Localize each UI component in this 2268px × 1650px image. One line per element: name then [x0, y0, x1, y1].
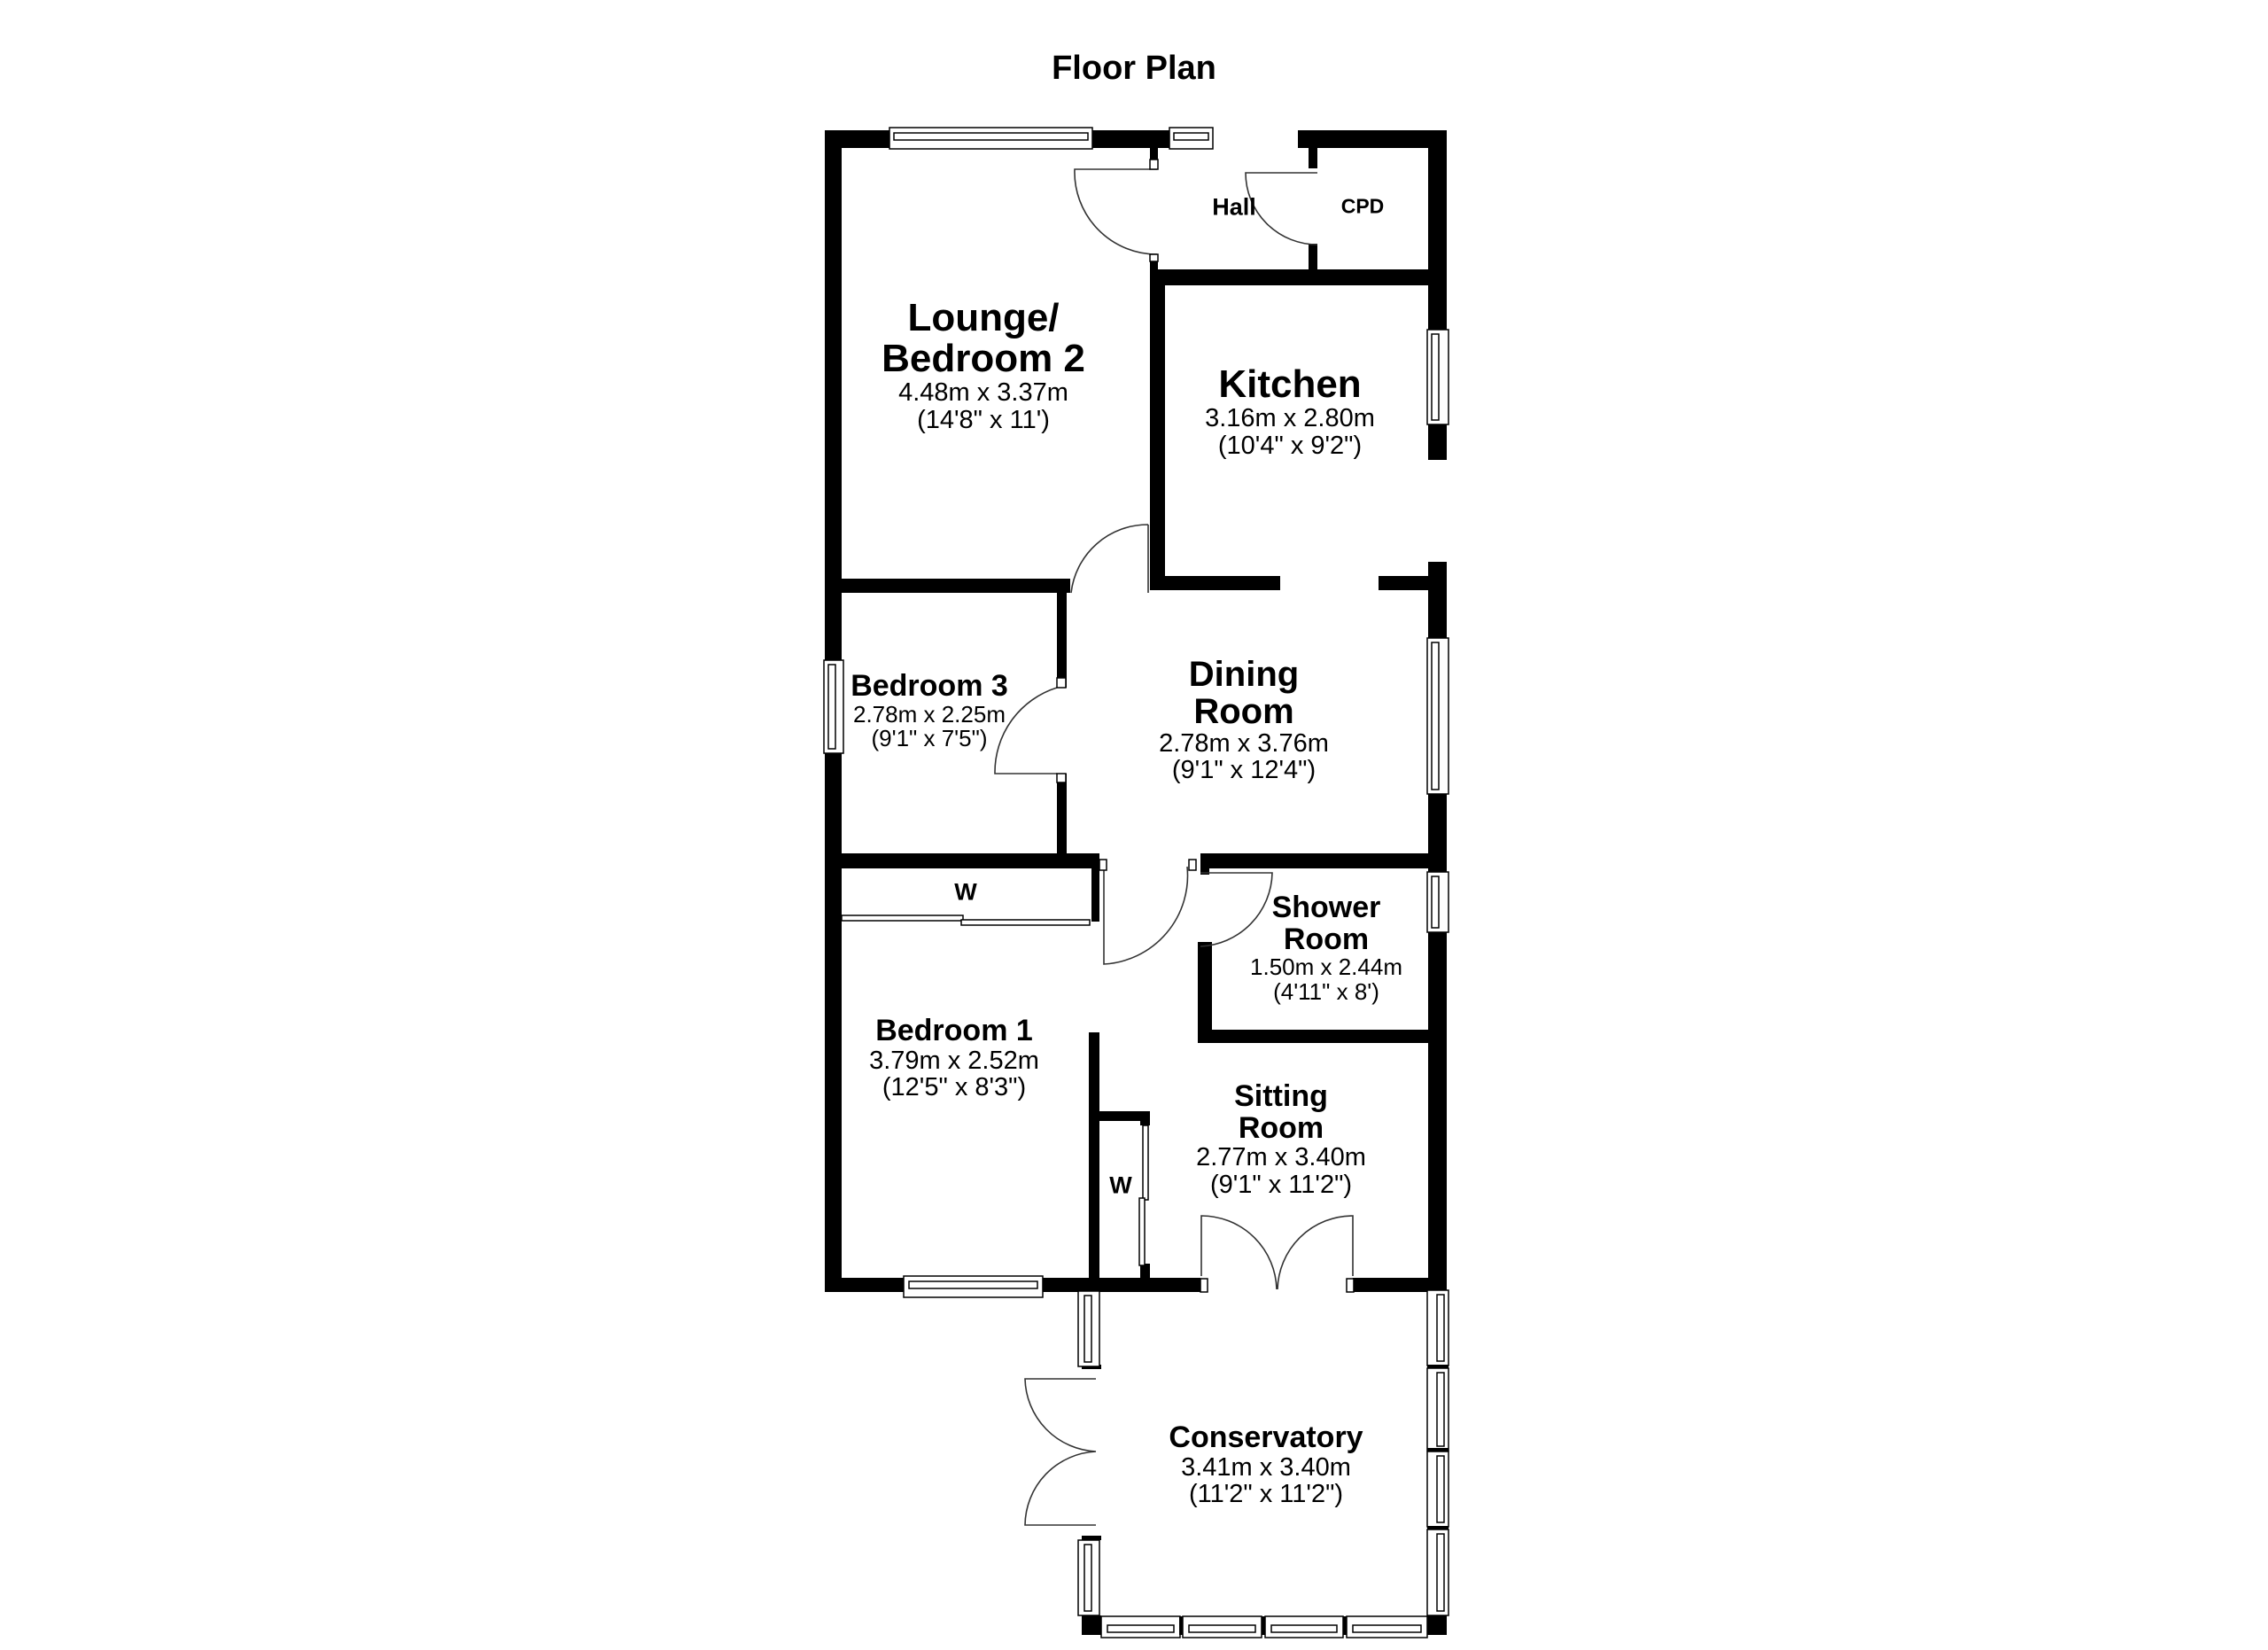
room-dimensions-imperial: (9'1" x 7'5"): [871, 724, 988, 751]
room-hall: Hall: [1212, 193, 1256, 221]
room-name: Bedroom 2: [882, 337, 1085, 381]
room-cpd: CPD: [1340, 194, 1385, 218]
room-name: Room: [1238, 1110, 1324, 1145]
room-dimensions-metric: 3.16m x 2.80m: [1205, 404, 1375, 433]
room-dimensions-imperial: (9'1" x 11'2"): [1209, 1170, 1353, 1199]
room-dimensions-imperial: (14'8" x 11'): [917, 405, 1050, 434]
room-sitting: Sitting Room 2.77m x 3.40m (9'1" x 11'2"…: [1196, 1079, 1366, 1199]
room-name: Dining: [1188, 655, 1300, 694]
room-conservatory: Conservatory 3.41m x 3.40m (11'2" x 11'2…: [1169, 1420, 1363, 1509]
room-name: Lounge/: [907, 296, 1060, 339]
room-dimensions-metric: 3.79m x 2.52m: [869, 1046, 1039, 1075]
plan-title: Floor Plan: [1052, 50, 1216, 87]
room-dimensions-imperial: (11'2" x 11'2"): [1188, 1480, 1344, 1509]
room-dimensions-metric: 2.78m x 2.25m: [853, 700, 1006, 728]
wardrobe-label: W: [1109, 1171, 1132, 1199]
room-bedroom-1: Bedroom 1 3.79m x 2.52m (12'5" x 8'3"): [869, 1014, 1039, 1102]
room-dimensions-metric: 2.78m x 3.76m: [1159, 729, 1329, 758]
room-dining: Dining Room 2.78m x 3.76m (9'1" x 12'4"): [1159, 656, 1329, 784]
room-dimensions-imperial: (12'5" x 8'3"): [882, 1073, 1027, 1102]
room-lounge: Lounge/ Bedroom 2 4.48m x 3.37m (14'8" x…: [882, 296, 1085, 434]
room-name: Sitting: [1234, 1079, 1328, 1113]
wardrobe-label: W: [954, 878, 977, 906]
windows: [823, 127, 1449, 1638]
room-name: Room: [1283, 922, 1370, 956]
room-dimensions-metric: 4.48m x 3.37m: [898, 378, 1068, 408]
room-name: Room: [1193, 692, 1294, 731]
room-name: Bedroom 3: [850, 669, 1008, 703]
room-dimensions-metric: 1.50m x 2.44m: [1250, 953, 1402, 981]
room-kitchen: Kitchen 3.16m x 2.80m (10'4" x 9'2"): [1205, 362, 1375, 460]
room-name: Shower: [1271, 891, 1381, 924]
room-bedroom-3: Bedroom 3 2.78m x 2.25m (9'1" x 7'5"): [850, 669, 1008, 751]
room-name: Kitchen: [1218, 362, 1362, 406]
room-dimensions-metric: 2.77m x 3.40m: [1196, 1143, 1366, 1172]
room-dimensions-imperial: (4'11" x 8'): [1273, 977, 1379, 1005]
room-dimensions-imperial: (9'1" x 12'4"): [1171, 756, 1317, 785]
doors: [994, 159, 1355, 1526]
room-name: Conservatory: [1169, 1420, 1363, 1454]
room-name: Bedroom 1: [875, 1014, 1033, 1047]
room-dimensions-metric: 3.41m x 3.40m: [1181, 1452, 1351, 1482]
room-shower: Shower Room 1.50m x 2.44m (4'11" x 8'): [1250, 891, 1402, 1005]
wardrobe-doors: [841, 915, 1149, 1266]
room-dimensions-imperial: (10'4" x 9'2"): [1217, 431, 1363, 460]
